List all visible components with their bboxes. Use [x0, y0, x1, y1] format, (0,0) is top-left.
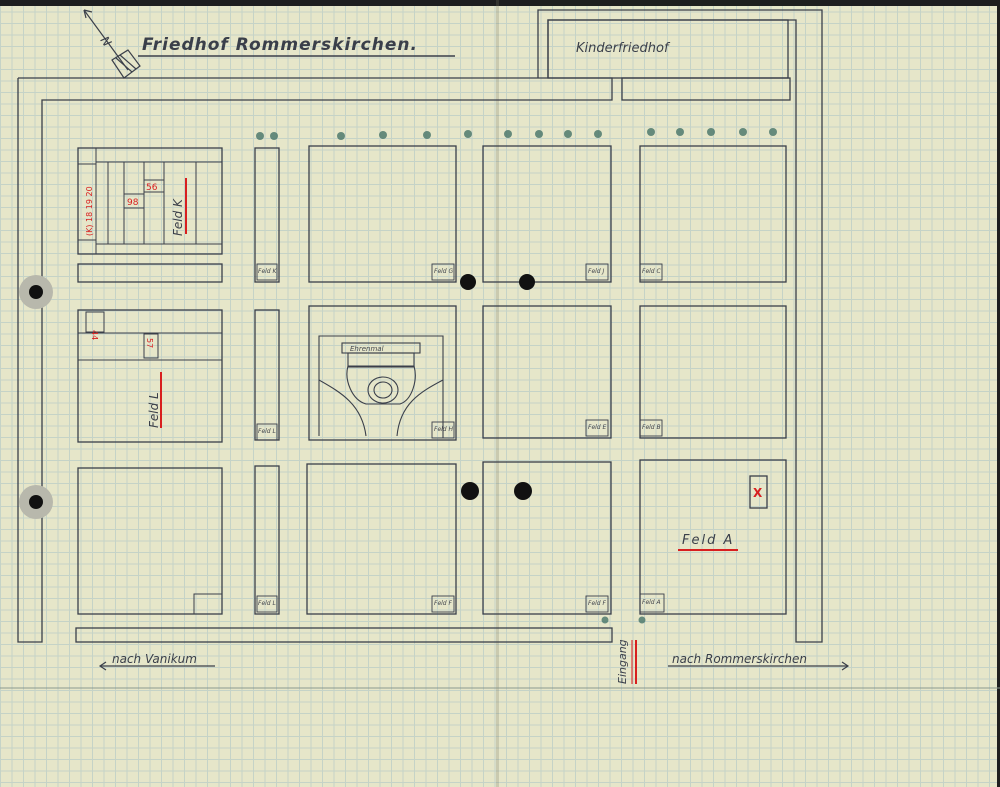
field-h-box [308, 305, 457, 441]
field-a-big-label: Feld A [682, 533, 734, 548]
field-e-box [482, 305, 612, 439]
ehrenmal-label: Ehrenmal [350, 345, 384, 353]
tree-icon [464, 130, 472, 138]
north-arrow-icon [83, 9, 141, 79]
right-wall [537, 9, 823, 643]
bottom-path [75, 627, 613, 643]
small-label-b: Feld B [642, 424, 661, 431]
field-j-box [482, 145, 612, 283]
field-l-grave-rows [78, 311, 222, 361]
tree-row [256, 128, 777, 624]
tree-icon [423, 131, 431, 139]
binder-hole-icon [519, 274, 535, 290]
direction-right-label: nach Rommerskirchen [672, 652, 807, 666]
small-label-e: Feld E [588, 424, 607, 431]
field-l-big-label: Feld L [147, 392, 161, 428]
entrance-label: Eingang [616, 639, 629, 684]
field-c-box [639, 145, 787, 283]
tree-icon [270, 132, 278, 140]
tree-icon [594, 130, 602, 138]
small-label-h: Feld H [434, 426, 454, 433]
sw-corner-plot [193, 593, 223, 615]
small-label-j: Feld J [588, 268, 605, 275]
tree-icon [256, 132, 264, 140]
small-label-a: Feld A [642, 599, 661, 606]
grave-number-98: 98 [127, 198, 139, 208]
tree-icon [676, 128, 684, 136]
tree-icon [564, 130, 572, 138]
punch-holes [19, 274, 535, 519]
small-label-l: Feld L [258, 428, 276, 435]
tree-icon [638, 616, 646, 624]
kinderfriedhof-label: Kinderfriedhof [576, 41, 671, 56]
small-label-f1: Feld F [434, 600, 453, 607]
tree-icon [769, 128, 777, 136]
tree-icon [379, 131, 387, 139]
small-label-lst: Feld L [258, 600, 276, 607]
small-label-k: Feld K [258, 268, 278, 275]
binder-hole-icon [514, 482, 532, 500]
small-label-g: Feld G [434, 268, 454, 275]
grave-numbers-side: (K) 18 19 20 [85, 186, 94, 236]
binder-hole-icon [461, 482, 479, 500]
tree-icon [739, 128, 747, 136]
binder-hole-icon [29, 495, 43, 509]
top-right-wall [621, 77, 791, 101]
grave-number-44: 44 [90, 330, 99, 340]
field-k-path [77, 263, 223, 283]
field-sw-box [77, 467, 223, 615]
tree-icon [647, 128, 655, 136]
field-k-big-label: Feld K [171, 198, 185, 236]
field-f2-box [482, 461, 612, 615]
field-strip-2 [254, 309, 280, 441]
grave-number-56: 56 [146, 183, 158, 193]
tree-icon [535, 130, 543, 138]
ehrenmal-memorial [318, 335, 444, 438]
tree-icon [337, 132, 345, 140]
paper-fold [496, 0, 499, 787]
field-g-box [308, 145, 457, 283]
field-b-box [639, 305, 787, 439]
tree-icon [601, 616, 609, 624]
field-strip-3 [254, 465, 280, 615]
grave-marker-x: X [753, 486, 763, 500]
field-k-grave-rows [77, 147, 222, 255]
grave-marker-box [749, 475, 768, 509]
kinderfriedhof-box [547, 19, 789, 79]
small-label-f2: Feld F [588, 600, 607, 607]
field-k-box [77, 147, 223, 255]
tree-icon [707, 128, 715, 136]
small-label-c: Feld C [642, 268, 662, 275]
grave-number-57: 57 [145, 338, 154, 348]
field-f1-box [306, 463, 457, 615]
direction-left-label: nach Vanikum [112, 652, 197, 666]
binder-hole-icon [29, 285, 43, 299]
field-strip-1 [254, 147, 280, 283]
map-title: Friedhof Rommerskirchen. [142, 35, 418, 55]
field-a-box [639, 459, 787, 615]
binder-hole-icon [460, 274, 476, 290]
field-l-box [77, 309, 223, 443]
tree-icon [504, 130, 512, 138]
